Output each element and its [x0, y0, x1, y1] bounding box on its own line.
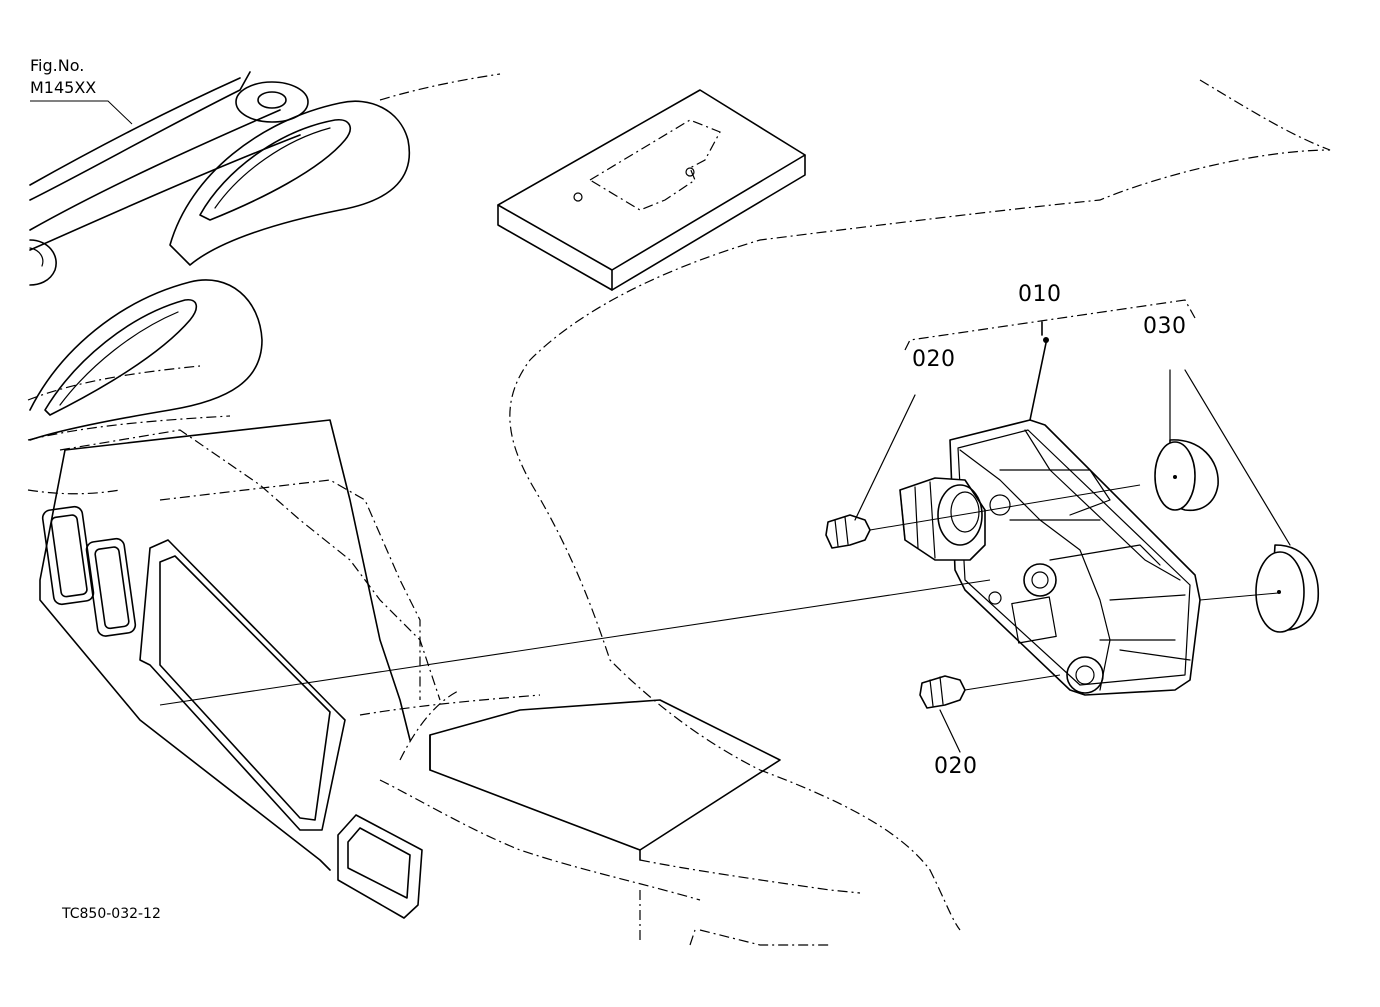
- assembly-bracket: [904, 299, 1196, 421]
- fig-number: M145XX: [30, 78, 97, 97]
- cover-upper: [1154, 369, 1219, 512]
- room-lamp-housing: [899, 419, 1201, 696]
- fig-number-leader: [30, 100, 133, 125]
- cab-ceiling-outline: [27, 73, 1331, 946]
- callout-030: 030: [1143, 314, 1187, 339]
- roof-frame: [29, 71, 411, 441]
- callout-010: 010: [1018, 282, 1062, 307]
- guide-line: [159, 579, 991, 706]
- roof-panel: [497, 89, 806, 291]
- callout-020-lower: 020: [934, 754, 978, 779]
- bulb-upper: [825, 394, 1141, 549]
- callout-020-upper: 020: [912, 347, 956, 372]
- drawing-code: TC850-032-12: [62, 906, 161, 922]
- bulb-lower: [919, 674, 1061, 753]
- front-console: [39, 419, 781, 919]
- cover-lower: [1184, 369, 1320, 633]
- fig-label: Fig.No.: [30, 56, 85, 75]
